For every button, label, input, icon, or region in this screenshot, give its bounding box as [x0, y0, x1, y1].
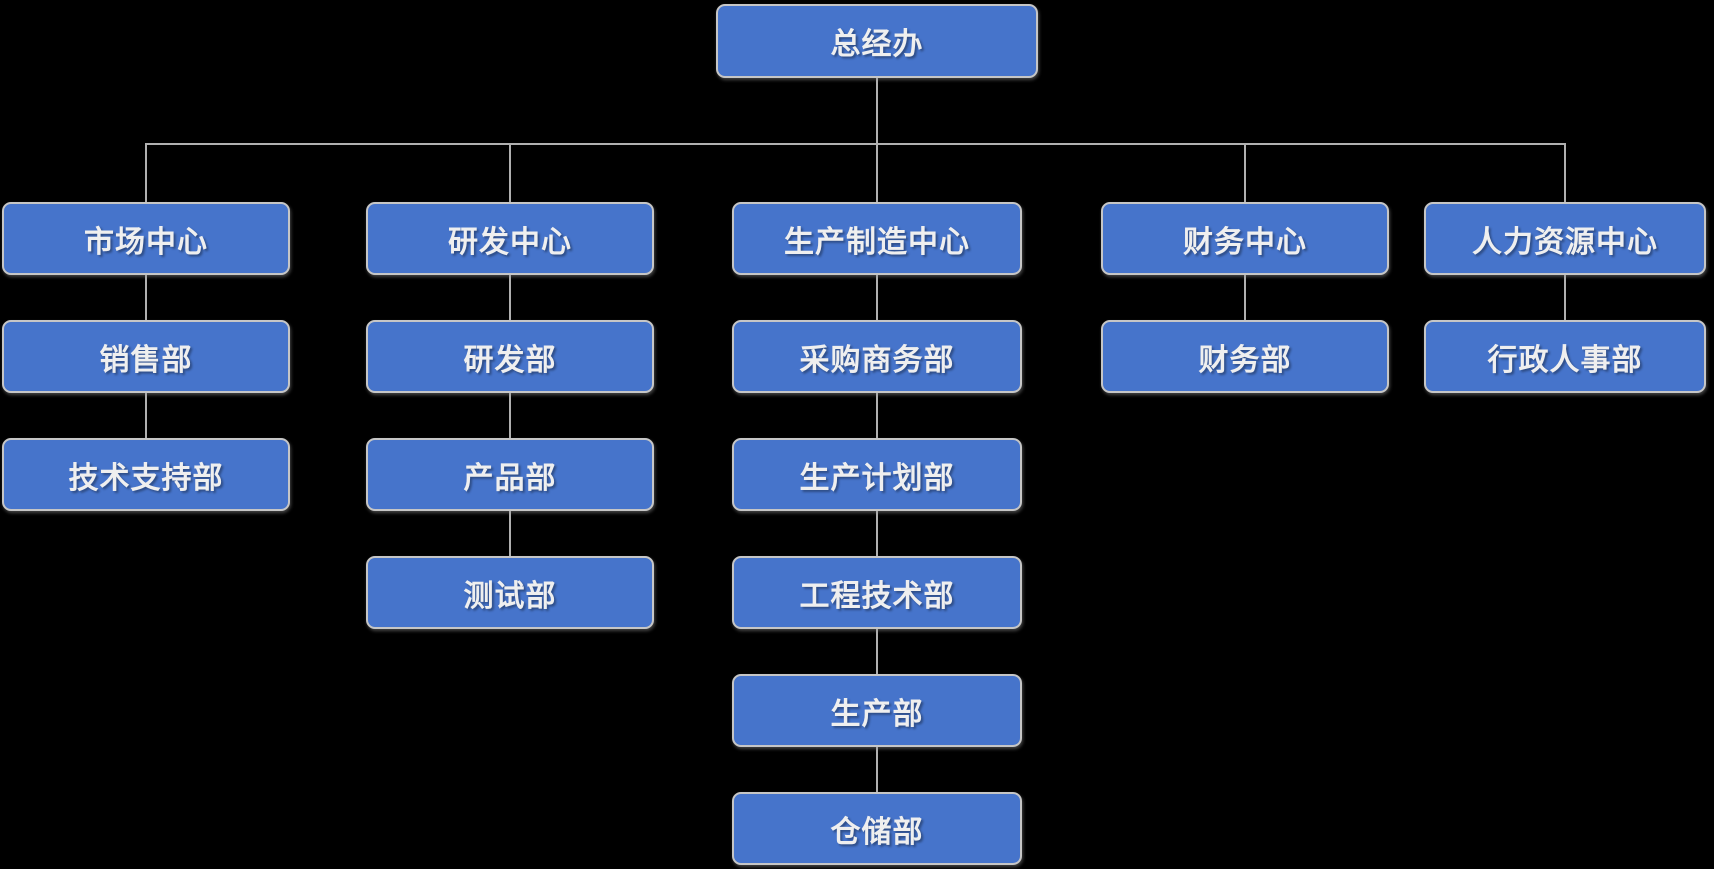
connector-stub-col3: [876, 143, 878, 202]
node-engineering-tech-dept: 工程技术部: [732, 556, 1022, 629]
node-marketing-center: 市场中心: [2, 202, 290, 275]
connector-col2-r3-r4: [509, 511, 511, 556]
connector-stub-col4: [1244, 143, 1246, 202]
node-general-manager-office: 总经办: [716, 4, 1038, 78]
connector-col4-r1-r2: [1244, 275, 1246, 320]
node-production-manufacturing-center: 生产制造中心: [732, 202, 1022, 275]
node-warehouse-dept: 仓储部: [732, 792, 1022, 865]
node-rd-dept: 研发部: [366, 320, 654, 393]
node-production-dept: 生产部: [732, 674, 1022, 747]
node-rd-center: 研发中心: [366, 202, 654, 275]
node-tech-support-dept: 技术支持部: [2, 438, 290, 511]
connector-col3-r4-r5: [876, 629, 878, 674]
connector-col5-r1-r2: [1564, 275, 1566, 320]
connector-col3-r3-r4: [876, 511, 878, 556]
node-procurement-commerce-dept: 采购商务部: [732, 320, 1022, 393]
connector-col3-r1-r2: [876, 275, 878, 320]
connector-col1-r1-r2: [145, 275, 147, 320]
connector-col2-r1-r2: [509, 275, 511, 320]
node-product-dept: 产品部: [366, 438, 654, 511]
connector-root-stem: [876, 78, 878, 143]
connector-main-horizontal: [146, 143, 1566, 145]
node-hr-center: 人力资源中心: [1424, 202, 1706, 275]
node-testing-dept: 测试部: [366, 556, 654, 629]
node-finance-dept: 财务部: [1101, 320, 1389, 393]
node-admin-hr-dept: 行政人事部: [1424, 320, 1706, 393]
connector-col3-r5-r6: [876, 747, 878, 792]
connector-stub-col2: [509, 143, 511, 202]
node-production-planning-dept: 生产计划部: [732, 438, 1022, 511]
node-finance-center: 财务中心: [1101, 202, 1389, 275]
connector-col1-r2-r3: [145, 393, 147, 438]
node-sales-dept: 销售部: [2, 320, 290, 393]
connector-col2-r2-r3: [509, 393, 511, 438]
connector-stub-col1: [145, 143, 147, 202]
connector-col3-r2-r3: [876, 393, 878, 438]
connector-stub-col5: [1564, 143, 1566, 202]
